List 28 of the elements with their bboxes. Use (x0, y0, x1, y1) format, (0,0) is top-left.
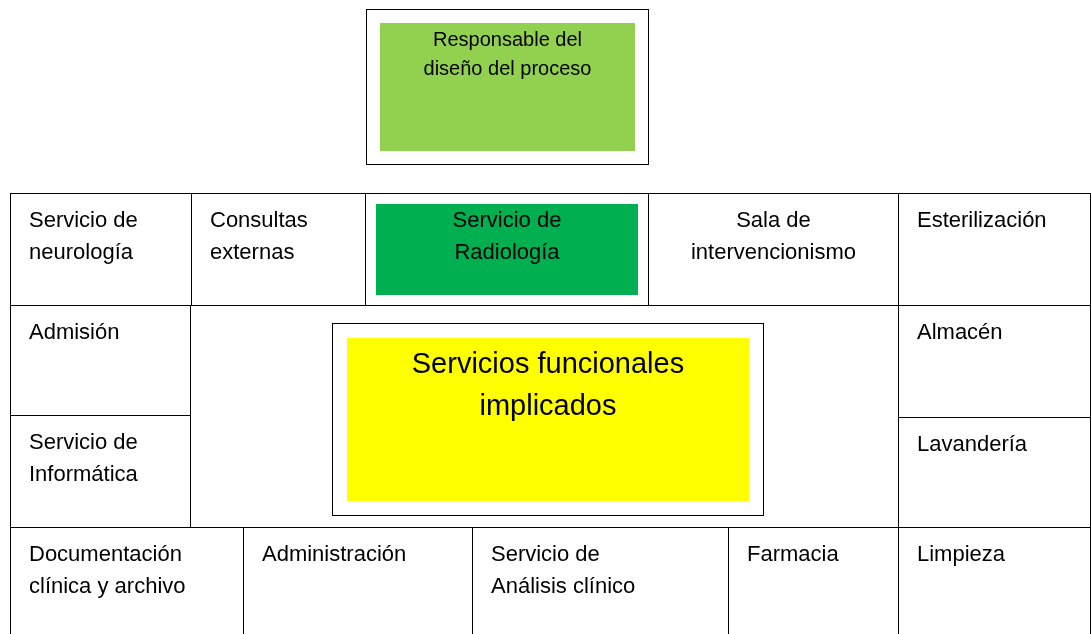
node-label: Farmacia (747, 540, 840, 568)
framed-box (332, 323, 764, 516)
node-label: Servicio de Radiología (451, 206, 563, 266)
unit-box (10, 305, 191, 416)
node-label: Responsable del diseño del proceso (422, 27, 593, 81)
node-label: Administración (262, 540, 408, 568)
node-label: Servicios funcionales implicados (410, 346, 686, 424)
node-label: Admisión (29, 318, 121, 346)
unit-box (898, 193, 1091, 306)
node-label: Limpieza (917, 540, 1007, 568)
framed-box (365, 193, 649, 306)
node-label: Sala de intervencionismo (689, 206, 858, 266)
node-label: Servicio de Informática (29, 428, 139, 488)
node-label: Consultas externas (210, 206, 309, 266)
node-label: Esterilización (917, 206, 1048, 234)
unit-box (648, 193, 899, 306)
framed-box (366, 9, 649, 165)
unit-box (10, 527, 244, 634)
node-label: Almacén (917, 318, 1004, 346)
node-label: Documentación clínica y archivo (29, 540, 187, 600)
node-label: Servicio de neurología (29, 206, 139, 266)
unit-box (898, 305, 1091, 418)
node-label: Lavandería (917, 430, 1029, 458)
unit-box (898, 417, 1091, 528)
unit-box (10, 193, 192, 306)
unit-box (191, 193, 366, 306)
node-label: Servicio de Análisis clínico (491, 540, 637, 600)
unit-box (10, 415, 191, 528)
